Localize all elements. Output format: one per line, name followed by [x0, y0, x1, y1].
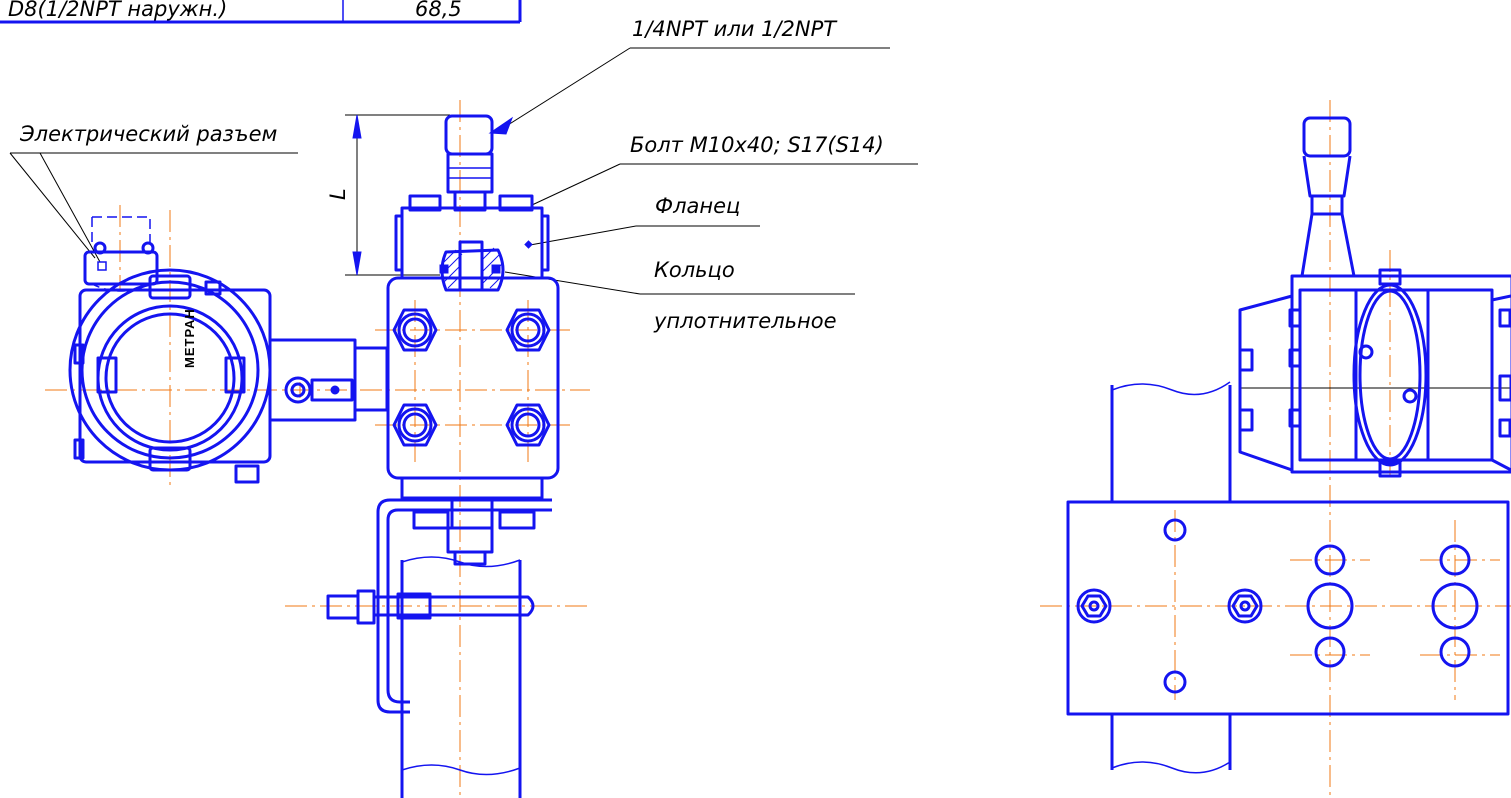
label-connector: Электрический разъем [19, 122, 278, 146]
label-ring-1: Кольцо [654, 258, 735, 282]
label-thread: 1/4NPT или 1/2NPT [632, 17, 838, 41]
label-flange: Фланец [655, 194, 740, 218]
label-ring-2: уплотнительное [653, 309, 837, 333]
table-row-value: 68,5 [415, 0, 462, 21]
label-bolt: Болт М10х40; S17(S14) [630, 133, 884, 157]
arrowhead-icon [488, 116, 514, 135]
callouts: 1/4NPT или 1/2NPT Электрический разъем Б… [9, 17, 918, 333]
spec-table: D8(1/2NPT наружн.) 68,5 [0, 0, 522, 24]
left-centerlines [45, 100, 590, 798]
brand-label: МЕТРАН [182, 308, 197, 368]
side-view [1040, 100, 1511, 798]
valve-left [1076, 588, 1112, 624]
sensor-block [326, 114, 560, 798]
table-row-label: D8(1/2NPT наружн.) [8, 0, 227, 21]
transmitter-housing: МЕТРАН [68, 216, 389, 484]
valve-right [1227, 588, 1263, 624]
label-dimension-l: L [326, 188, 350, 200]
